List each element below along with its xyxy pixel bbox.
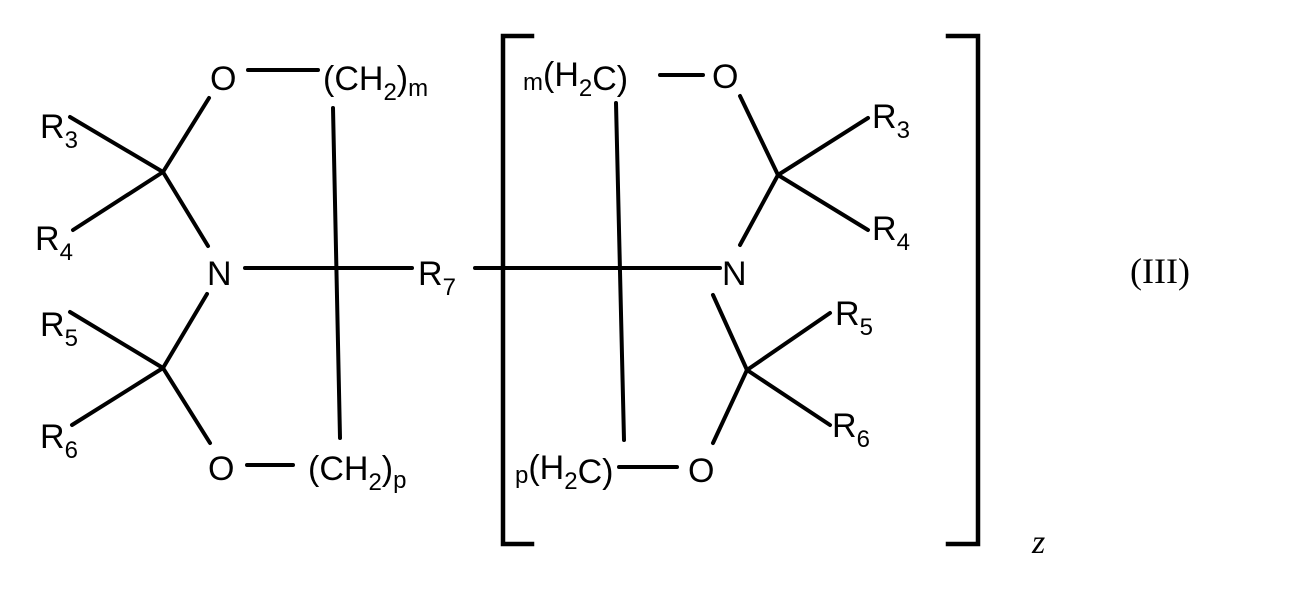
substituent-r5-right: R5 xyxy=(835,295,873,341)
group-ch2-m-left: (CH2)m xyxy=(323,60,428,106)
substituent-r7: R7 xyxy=(418,255,456,301)
substituent-r4-right: R4 xyxy=(872,210,910,256)
linker-r7: R7 xyxy=(418,255,722,301)
bond-c-o-bottom-right xyxy=(711,368,749,445)
substituent-r6-right: R6 xyxy=(832,407,870,453)
substituent-r3-left: R3 xyxy=(40,108,78,154)
bond-c-o-top-left xyxy=(161,96,211,174)
bond-vertical-right xyxy=(614,101,626,442)
repeat-unit: m(H2C) O R3 R4 N R5 R6 p(H2C) O z xyxy=(500,33,1045,561)
bond-n-c-bottom-right xyxy=(711,293,749,372)
atom-o-top-left: O xyxy=(210,60,236,98)
bond-vertical-left xyxy=(331,106,342,440)
bond-r4-c-left xyxy=(71,170,165,232)
bond-r3-c-left xyxy=(68,115,165,174)
bond-c-r4-right xyxy=(776,173,870,232)
bond-c-n-bottom-left xyxy=(161,292,209,370)
bond-c-o-bottom-left xyxy=(161,366,212,445)
bond-r5-c-left xyxy=(68,310,165,370)
bond-o-c-top-right xyxy=(738,94,780,177)
bond-c-r6-right xyxy=(745,368,832,427)
bond-c-r3-right xyxy=(776,116,870,177)
bond-c-n-top-left xyxy=(161,170,210,248)
bond-c-n-top-right xyxy=(738,173,780,247)
substituent-r6-left: R6 xyxy=(40,418,78,464)
substituent-r3-right: R3 xyxy=(872,98,910,144)
substituent-r4-left: R4 xyxy=(35,220,73,266)
repeat-count-z: z xyxy=(1031,524,1045,561)
bond-c-r5-right xyxy=(745,311,832,372)
atom-n-right: N xyxy=(722,255,747,293)
group-h2c-p-right: p(H2C) xyxy=(515,449,614,495)
group-h2c-m-right: m(H2C) xyxy=(523,56,628,102)
left-oxazolidine-unit: O (CH2)m R3 R4 N R5 R6 O (CH2)p xyxy=(35,60,428,496)
atom-o-bottom-left: O xyxy=(208,450,234,488)
bond-r6-c-left xyxy=(70,366,165,427)
atom-o-top-right: O xyxy=(712,58,738,96)
atom-n-left: N xyxy=(207,255,232,293)
formula-number-label: (III) xyxy=(1130,251,1190,291)
atom-o-bottom-right: O xyxy=(688,452,714,490)
bracket-right xyxy=(945,33,981,547)
substituent-r5-left: R5 xyxy=(40,306,78,352)
group-ch2-p-left: (CH2)p xyxy=(308,450,406,496)
bracket-left xyxy=(500,33,535,547)
